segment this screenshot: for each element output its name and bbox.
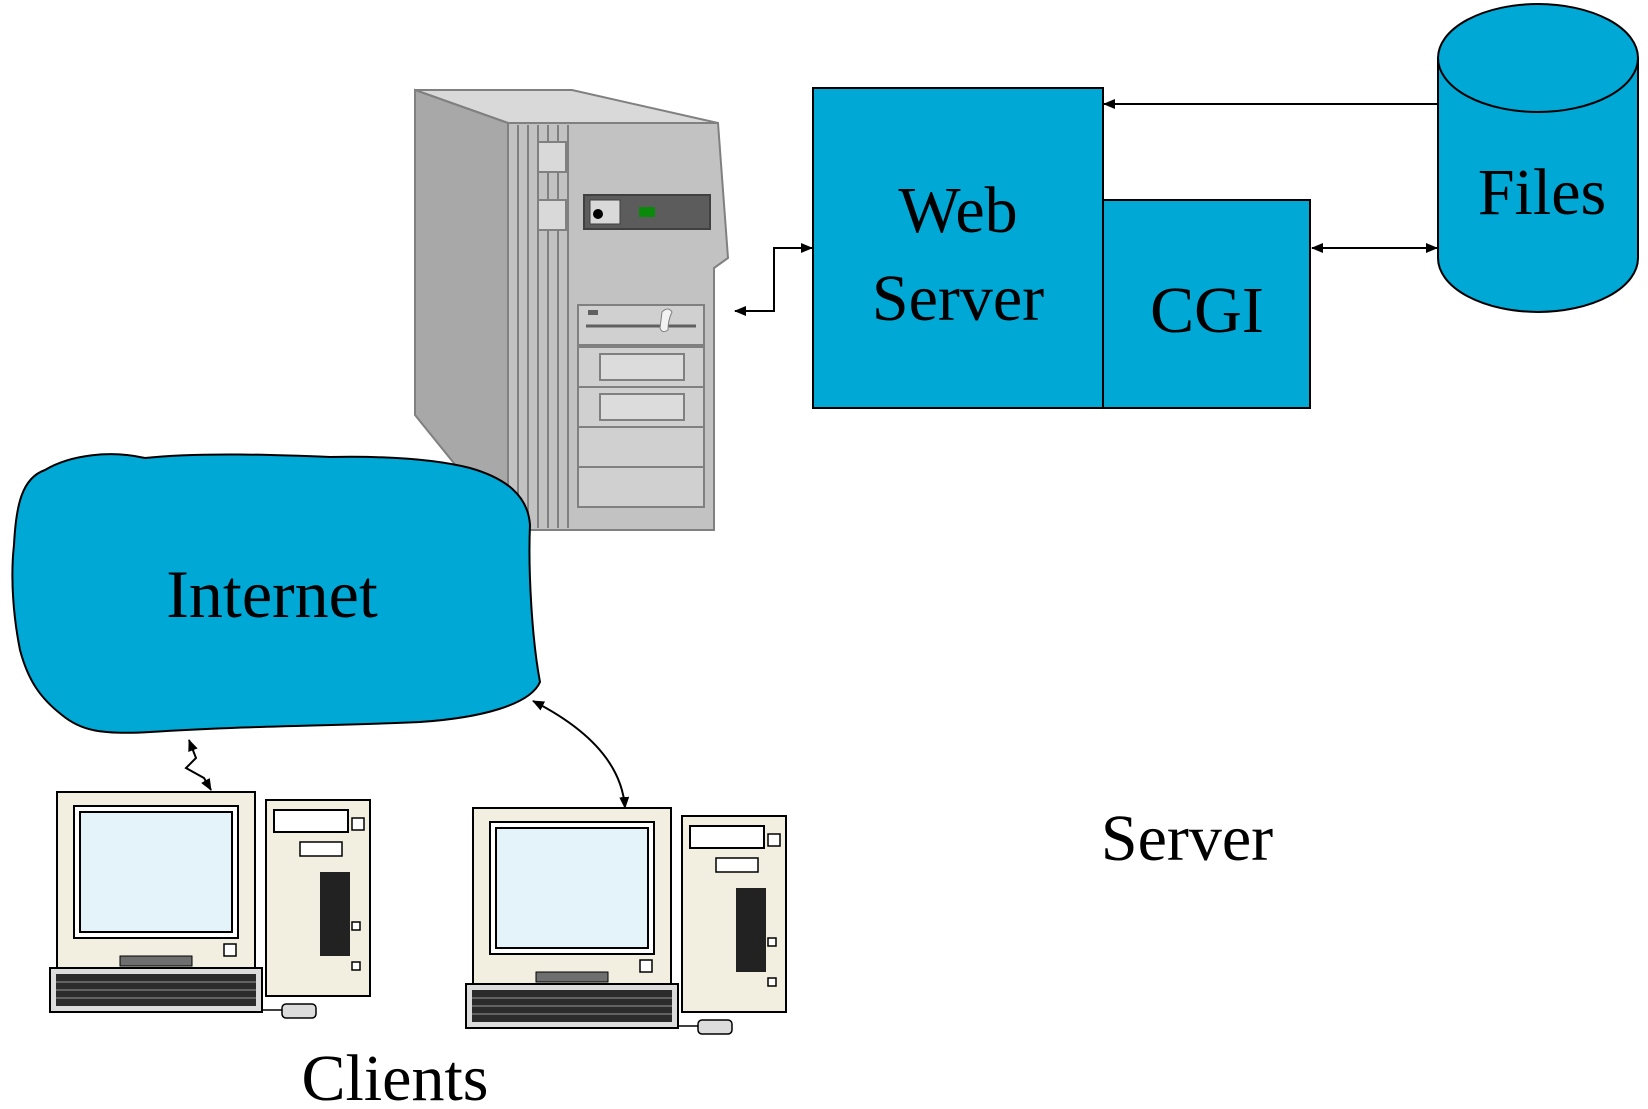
internet-client2-connector: [532, 700, 630, 809]
server-caption: Server: [1101, 802, 1273, 875]
tower-webserver-double-arrow: [734, 243, 813, 316]
web-server-box: [812, 87, 1104, 409]
client-computer-icon: [465, 807, 787, 1035]
files-label: Files: [1478, 156, 1606, 229]
server-tower-icon: [414, 88, 730, 533]
internet-cloud-shape: [11, 453, 542, 734]
web-server-label-line2: Server: [872, 262, 1044, 335]
client-computer-icon: [49, 791, 371, 1019]
cgi-label: CGI: [1150, 274, 1264, 347]
clients-caption: Clients: [301, 1042, 488, 1109]
internet-label: Internet: [166, 556, 378, 632]
web-server-label-line1: Web: [898, 174, 1017, 247]
internet-client1-connector: [184, 739, 212, 791]
cgi-box: [1102, 199, 1311, 409]
files-database-cylinder: [1437, 3, 1639, 313]
